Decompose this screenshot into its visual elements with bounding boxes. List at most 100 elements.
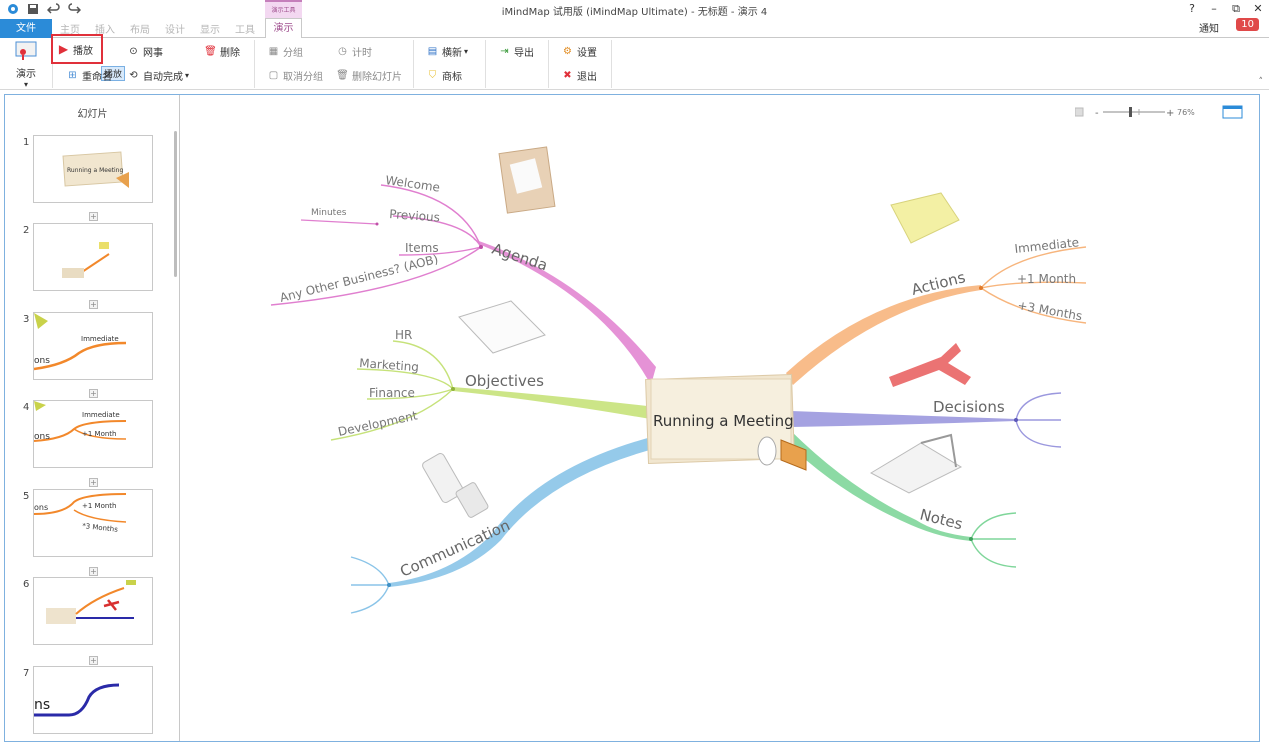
- slide-7-preview: ns: [34, 683, 120, 717]
- slide-number: 7: [23, 668, 30, 679]
- central-topic[interactable]: Running a Meeting: [645, 373, 807, 471]
- slide-thumbnail-3[interactable]: Immediate ons: [33, 312, 153, 380]
- slide-1-text: Running a Meeting: [67, 167, 123, 174]
- add-slide-button[interactable]: +: [89, 567, 98, 576]
- app-logo-icon: [8, 4, 18, 14]
- landscape-label: 横新: [442, 48, 462, 59]
- zoom-control: - + 76%: [1074, 105, 1245, 119]
- maximize-button[interactable]: ⧉: [1232, 2, 1240, 15]
- slide-thumbnail-6[interactable]: [33, 577, 153, 645]
- mindmap-canvas[interactable]: - + 76% Agenda Welcome Previous It: [181, 95, 1259, 741]
- tab-view[interactable]: 显示: [200, 25, 220, 36]
- minimize-button[interactable]: –: [1211, 2, 1217, 15]
- divider: [548, 40, 549, 88]
- branch-agenda: Agenda: [490, 240, 550, 275]
- slide-number: 5: [23, 491, 30, 502]
- tab-design[interactable]: 设计: [165, 25, 185, 36]
- slide-thumbnail-2[interactable]: [33, 223, 153, 291]
- settings-button[interactable]: ⚙ 设置: [561, 44, 597, 59]
- timer-button[interactable]: ◷ 计时: [336, 44, 372, 59]
- group-button[interactable]: ▦ 分组: [267, 44, 303, 59]
- settings-label: 设置: [577, 48, 597, 59]
- svg-text:*3 Months: *3 Months: [82, 522, 119, 534]
- delete-label: 删除: [220, 48, 240, 59]
- add-slide-button[interactable]: +: [89, 212, 98, 221]
- chevron-down-icon: ▾: [464, 47, 469, 56]
- collapse-ribbon-icon[interactable]: ˄: [1258, 77, 1264, 87]
- shield-icon: ⛉: [428, 70, 437, 81]
- ungroup-icon: ▢: [268, 70, 279, 81]
- tab-insert[interactable]: 插入: [95, 25, 115, 36]
- workspace: 幻灯片 1 Running a Meeting + 2 + 3: [4, 94, 1260, 742]
- add-slide-button[interactable]: +: [89, 656, 98, 665]
- svg-text:+1 Month: +1 Month: [82, 430, 116, 438]
- help-button[interactable]: ?: [1189, 2, 1195, 15]
- node-hr: HR: [395, 328, 412, 342]
- interstitial-label: 网事: [143, 48, 163, 59]
- slides-panel: 幻灯片 1 Running a Meeting + 2 + 3: [5, 95, 180, 741]
- close-button[interactable]: ✕: [1253, 2, 1263, 15]
- tab-file[interactable]: 文件: [0, 19, 52, 38]
- trash-icon: 🗑: [336, 70, 349, 81]
- svg-text:ons: ons: [34, 503, 48, 512]
- layout-icon: ▤: [427, 46, 438, 57]
- rename-icon: ⊞: [68, 70, 77, 81]
- tab-tools[interactable]: 工具: [235, 25, 255, 36]
- node-plus3months: +3 Months: [1016, 298, 1083, 323]
- divider: [485, 40, 486, 88]
- delete-slide-label: 删除幻灯片: [352, 72, 402, 83]
- chevron-down-icon: ▾: [185, 71, 190, 80]
- branch-objectives: Objectives: [465, 372, 544, 390]
- node-items: Items: [405, 241, 439, 255]
- ribbon-tabs: 文件 主页 插入 布局 设计 显示 工具 演示工具 演示 通知 10: [0, 0, 1269, 39]
- tab-layout[interactable]: 布局: [130, 25, 150, 36]
- interstitial-button[interactable]: ⊙ 网事: [127, 44, 163, 59]
- slide-thumbnail-5[interactable]: +1 Month *3 Months ons: [33, 489, 153, 557]
- delete-button[interactable]: 🗑 删除: [204, 44, 240, 59]
- exit-label: 退出: [577, 72, 597, 83]
- save-icon[interactable]: [26, 2, 40, 16]
- tab-presentation[interactable]: 演示: [265, 18, 302, 39]
- exit-button[interactable]: ✖ 退出: [561, 68, 597, 83]
- export-button[interactable]: ⇥ 导出: [498, 44, 534, 59]
- divider: [254, 40, 255, 88]
- export-label: 导出: [514, 48, 534, 59]
- slide-thumbnail-1[interactable]: Running a Meeting: [33, 135, 153, 203]
- svg-text:ns: ns: [34, 697, 50, 713]
- node-immediate: Immediate: [1014, 235, 1080, 256]
- undo-icon[interactable]: [47, 2, 61, 16]
- add-slide-button[interactable]: +: [89, 478, 98, 487]
- redo-icon[interactable]: [67, 2, 81, 16]
- add-slide-button[interactable]: +: [89, 389, 98, 398]
- gear-icon: ⚙: [563, 46, 572, 57]
- landscape-button[interactable]: ▤ 横新 ▾: [426, 44, 468, 59]
- zoom-level: 76%: [1177, 108, 1195, 117]
- node-plus1month: +1 Month: [1017, 272, 1076, 286]
- play-button[interactable]: ▶ 播放: [51, 34, 103, 64]
- ungroup-label: 取消分组: [283, 72, 323, 83]
- central-topic-label: Running a Meeting: [653, 412, 794, 430]
- export-icon: ⇥: [500, 46, 509, 57]
- svg-text:Immediate: Immediate: [82, 411, 120, 419]
- zoom-out-icon: -: [1095, 108, 1099, 119]
- notifications-label[interactable]: 通知: [1199, 24, 1219, 35]
- present-button[interactable]: 演示 ▾: [8, 40, 44, 89]
- ungroup-button[interactable]: ▢ 取消分组: [267, 68, 323, 83]
- add-slide-button[interactable]: +: [89, 300, 98, 309]
- notifications-badge[interactable]: 10: [1236, 18, 1259, 31]
- slide-thumbnail-4[interactable]: Immediate +1 Month ons: [33, 400, 153, 468]
- tab-home[interactable]: 主页: [60, 25, 80, 36]
- logo-button[interactable]: ⛉ 商标: [426, 68, 462, 83]
- slide-thumbnail-7[interactable]: ns: [33, 666, 153, 734]
- zoom-in-icon: +: [1166, 108, 1174, 119]
- slides-scrollbar[interactable]: [174, 131, 177, 277]
- window-title: iMindMap 试用版 (iMindMap Ultimate) - 无标题 -…: [501, 7, 768, 18]
- slide-2-preview: [62, 242, 110, 278]
- slide-4-preview: Immediate +1 Month ons: [34, 401, 127, 442]
- node-minutes: Minutes: [311, 208, 347, 218]
- svg-text:ons: ons: [34, 356, 50, 366]
- rename-button[interactable]: ⊞ 重命名: [66, 68, 112, 83]
- autocomplete-button[interactable]: ⟲ 自动完成 ▾: [127, 68, 189, 83]
- delete-slide-button[interactable]: 🗑 删除幻灯片: [336, 68, 402, 83]
- slide-number: 3: [23, 314, 30, 325]
